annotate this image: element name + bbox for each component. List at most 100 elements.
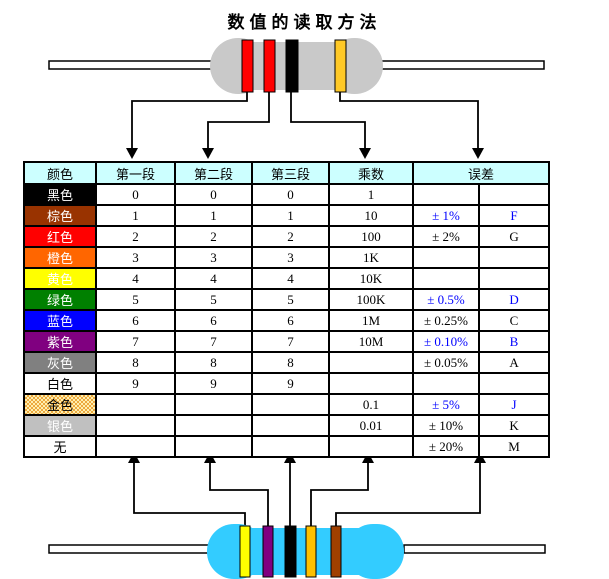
digit3-cell: 6 bbox=[251, 309, 330, 332]
header-digit2: 第二段 bbox=[174, 161, 253, 185]
header-digit1: 第一段 bbox=[95, 161, 176, 185]
top-resistor-band-2 bbox=[263, 39, 276, 93]
table-row-black: 黑色 0 0 0 1 bbox=[23, 183, 551, 206]
digit1-cell: 6 bbox=[95, 309, 176, 332]
table-row-silver: 银色 0.01 ± 10% K bbox=[23, 414, 551, 437]
tolerance-code-cell bbox=[477, 372, 551, 395]
tolerance-cell: ± 0.5% bbox=[412, 288, 480, 311]
tolerance-code-cell: G bbox=[477, 225, 551, 248]
digit1-cell bbox=[95, 414, 176, 437]
digit1-cell: 5 bbox=[95, 288, 176, 311]
arrow-band5-up bbox=[335, 462, 481, 528]
table-row-gold: 金色 0.1 ± 5% J bbox=[23, 393, 551, 416]
header-digit3: 第三段 bbox=[251, 161, 330, 185]
digit1-cell: 8 bbox=[95, 351, 176, 374]
digit2-cell bbox=[174, 435, 253, 458]
digit2-cell: 0 bbox=[174, 183, 253, 206]
table-row-yellow: 黄色 4 4 4 10K bbox=[23, 267, 551, 290]
top-resistor-band-4 bbox=[334, 39, 347, 93]
multiplier-cell: 10 bbox=[328, 204, 414, 227]
digit2-cell bbox=[174, 414, 253, 437]
digit3-cell: 5 bbox=[251, 288, 330, 311]
digit1-cell bbox=[95, 393, 176, 416]
table-row-red: 红色 2 2 2 100 ± 2% G bbox=[23, 225, 551, 248]
top-resistor-band-1 bbox=[241, 39, 254, 93]
multiplier-cell: 100 bbox=[328, 225, 414, 248]
table-row-none: 无 ± 20% M bbox=[23, 435, 551, 458]
arrowhead-down-icon bbox=[202, 148, 214, 159]
digit3-cell: 9 bbox=[251, 372, 330, 395]
table-row-white: 白色 9 9 9 bbox=[23, 372, 551, 395]
tolerance-cell bbox=[412, 372, 480, 395]
resistor-color-code-table: 颜色 第一段 第二段 第三段 乘数 误差 黑色 0 0 0 1 棕色 1 1 bbox=[23, 161, 551, 458]
color-name-cell: 无 bbox=[23, 435, 97, 458]
table-header-row: 颜色 第一段 第二段 第三段 乘数 误差 bbox=[23, 161, 551, 185]
table-row-brown: 棕色 1 1 1 10 ± 1% F bbox=[23, 204, 551, 227]
arrowhead-down-icon bbox=[126, 148, 138, 159]
tolerance-cell: ± 2% bbox=[412, 225, 480, 248]
bottom-resistor-band-2 bbox=[262, 525, 274, 578]
header-color: 颜色 bbox=[23, 161, 97, 185]
tolerance-cell bbox=[412, 267, 480, 290]
tolerance-code-cell bbox=[477, 246, 551, 269]
table-row-gray: 灰色 8 8 8 ± 0.05% A bbox=[23, 351, 551, 374]
digit3-cell: 0 bbox=[251, 183, 330, 206]
multiplier-cell: 10M bbox=[328, 330, 414, 353]
tolerance-cell: ± 0.25% bbox=[412, 309, 480, 332]
header-tolerance: 误差 bbox=[411, 161, 551, 185]
digit2-cell: 4 bbox=[174, 267, 253, 290]
digit2-cell bbox=[174, 393, 253, 416]
digit3-cell: 2 bbox=[251, 225, 330, 248]
digit1-cell: 7 bbox=[95, 330, 176, 353]
bottom-resistor-band-1 bbox=[239, 525, 251, 578]
table-row-orange: 橙色 3 3 3 1K bbox=[23, 246, 551, 269]
digit1-cell: 2 bbox=[95, 225, 176, 248]
arrowhead-down-icon bbox=[472, 148, 484, 159]
multiplier-cell bbox=[328, 351, 414, 374]
arrow-band2-up bbox=[209, 462, 269, 528]
bottom-resistor-band-3 bbox=[284, 525, 297, 578]
tolerance-code-cell: A bbox=[477, 351, 551, 374]
tolerance-code-cell: D bbox=[477, 288, 551, 311]
digit1-cell: 4 bbox=[95, 267, 176, 290]
digit1-cell bbox=[95, 435, 176, 458]
digit2-cell: 3 bbox=[174, 246, 253, 269]
color-name-cell: 紫色 bbox=[23, 330, 97, 353]
page-title: 数值的读取方法 bbox=[227, 13, 382, 32]
color-name-cell: 蓝色 bbox=[23, 309, 97, 332]
bottom-resistor bbox=[48, 524, 546, 579]
digit3-cell: 3 bbox=[251, 246, 330, 269]
bottom-resistor-lead-left bbox=[48, 544, 210, 554]
digit2-cell: 9 bbox=[174, 372, 253, 395]
arrow-band2-to-digit2 bbox=[207, 92, 270, 149]
arrow-band3-to-multiplier bbox=[290, 92, 366, 149]
bottom-resistor-lead-right bbox=[403, 544, 546, 554]
arrow-band1-up bbox=[133, 462, 246, 528]
arrowhead-down-icon bbox=[359, 148, 371, 159]
multiplier-cell bbox=[328, 372, 414, 395]
color-name-cell: 灰色 bbox=[23, 351, 97, 374]
digit1-cell: 0 bbox=[95, 183, 176, 206]
color-name-cell: 绿色 bbox=[23, 288, 97, 311]
digit3-cell bbox=[251, 435, 330, 458]
digit3-cell bbox=[251, 393, 330, 416]
digit2-cell: 6 bbox=[174, 309, 253, 332]
multiplier-cell: 10K bbox=[328, 267, 414, 290]
digit3-cell: 1 bbox=[251, 204, 330, 227]
color-name-cell: 棕色 bbox=[23, 204, 97, 227]
digit2-cell: 7 bbox=[174, 330, 253, 353]
table-row-blue: 蓝色 6 6 6 1M ± 0.25% C bbox=[23, 309, 551, 332]
multiplier-cell: 0.01 bbox=[328, 414, 414, 437]
table-row-green: 绿色 5 5 5 100K ± 0.5% D bbox=[23, 288, 551, 311]
top-resistor-lead-left bbox=[48, 60, 213, 70]
tolerance-cell: ± 0.05% bbox=[412, 351, 480, 374]
tolerance-cell bbox=[412, 246, 480, 269]
color-name-cell: 红色 bbox=[23, 225, 97, 248]
arrow-band4-up bbox=[310, 462, 369, 528]
multiplier-cell: 1M bbox=[328, 309, 414, 332]
header-multiplier: 乘数 bbox=[328, 161, 414, 185]
top-arrowheads bbox=[126, 148, 484, 159]
bottom-resistor-body bbox=[230, 528, 380, 575]
multiplier-cell bbox=[328, 435, 414, 458]
